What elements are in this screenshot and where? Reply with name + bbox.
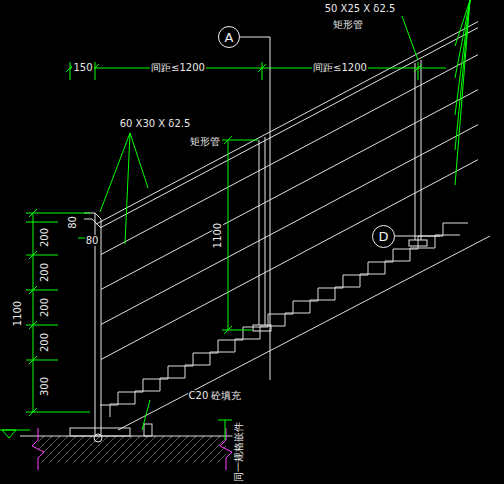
dimension-text: 间距≤1200 bbox=[312, 62, 368, 73]
dimension-text: 200 bbox=[40, 261, 51, 282]
dimension-text: 200 bbox=[40, 296, 51, 317]
dimension-text: 间距≤1200 bbox=[150, 62, 206, 73]
spec-text: 50 X25 X δ2.5 bbox=[324, 3, 397, 14]
dimension-text: 300 bbox=[40, 375, 51, 396]
callout-letter: D bbox=[378, 230, 388, 243]
note-text: C20 砼填充 bbox=[188, 390, 243, 401]
dimension-text: 200 bbox=[40, 331, 51, 352]
spec-text: 矩形管 bbox=[332, 19, 364, 30]
callout-circle: A bbox=[218, 26, 240, 48]
dimension-text: 1100 bbox=[212, 221, 223, 248]
spec-text: 矩形管 bbox=[189, 136, 221, 147]
spec-text: 60 X30 X δ2.5 bbox=[119, 118, 192, 129]
dimension-text: 1100 bbox=[12, 299, 23, 326]
dimension-text: 80 bbox=[85, 235, 100, 246]
dimension-text: 150 bbox=[72, 62, 93, 73]
dimension-text: 200 bbox=[40, 226, 51, 247]
callout-circle: D bbox=[372, 225, 395, 248]
callout-letter: A bbox=[225, 31, 234, 44]
dimension-text: 80 bbox=[66, 215, 77, 230]
note-text: 同一规格嵌件 bbox=[233, 420, 244, 482]
